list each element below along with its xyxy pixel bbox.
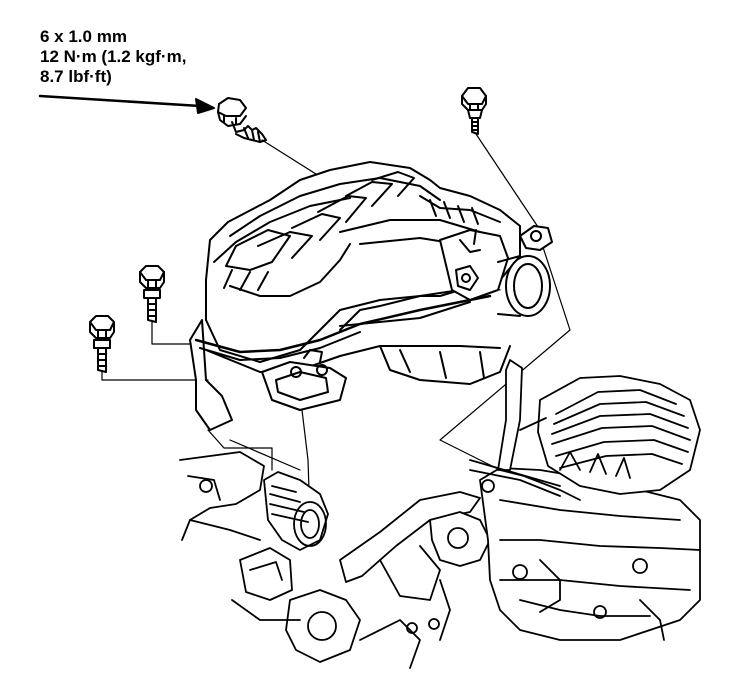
outlet-tube-ring (497, 225, 553, 317)
torque-lbf-label: 8.7 lbf·ft) (40, 67, 112, 86)
air-cleaner-housing (189, 161, 521, 431)
engine-bay-section (179, 359, 701, 669)
bolt-top-right-icon (461, 87, 487, 135)
bolt-size-label: 6 x 1.0 mm (40, 27, 127, 46)
bolt-top-left-icon (217, 97, 267, 143)
torque-nm-label: 12 N·m (1.2 kgf·m, (40, 47, 187, 66)
spec-leader-arrow (38, 94, 215, 114)
spec-callout: 6 x 1.0 mm 12 N·m (1.2 kgf·m, 8.7 lbf·ft… (40, 27, 186, 87)
bolt-middle-left-icon (139, 265, 165, 323)
bolt-lower-left-icon (89, 315, 115, 373)
